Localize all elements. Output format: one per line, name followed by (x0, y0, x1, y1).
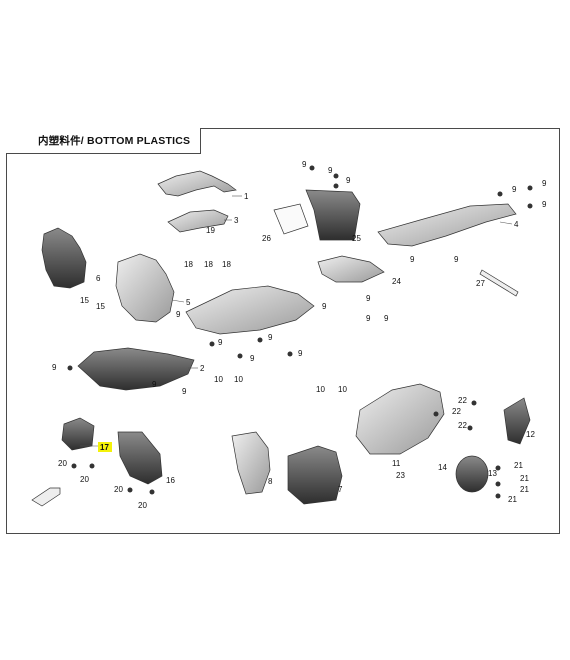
callout-14: 14 (438, 463, 447, 472)
callout-9e: 9 (542, 200, 547, 209)
callout-9s: 9 (182, 387, 187, 396)
callout-11: 11 (392, 459, 401, 468)
part-1-bracket (157, 170, 237, 197)
callout-2: 2 (200, 364, 205, 373)
part-12-panel (503, 397, 531, 445)
callout-10c: 10 (316, 385, 325, 394)
callout-21c: 21 (520, 485, 529, 494)
callout-6: 6 (96, 274, 101, 283)
callout-8: 8 (268, 477, 273, 486)
callout-23: 23 (396, 471, 405, 480)
callout-9q: 9 (52, 363, 57, 372)
part-11-cover (355, 383, 445, 455)
callout-20a: 20 (58, 459, 67, 468)
callout-9c: 9 (346, 176, 351, 185)
part-16-panel (117, 431, 163, 485)
center-skid-plate (185, 285, 315, 335)
part-13-round-cover (455, 455, 489, 493)
callout-19: 19 (206, 226, 215, 235)
callout-9f: 9 (542, 179, 547, 188)
callout-9a: 9 (302, 160, 307, 169)
callout-9k: 9 (384, 314, 389, 323)
callout-9i: 9 (322, 302, 327, 311)
diagram-frame (6, 128, 560, 534)
callout-17: 17 (100, 443, 109, 452)
part-4-long-skid (377, 203, 517, 247)
part-2-front-plate (77, 347, 195, 391)
callout-9m: 9 (218, 338, 223, 347)
diagram-title: 内塑料件/ BOTTOM PLASTICS (6, 128, 202, 154)
callout-13: 13 (488, 469, 497, 478)
part-26-panel (273, 203, 309, 235)
part-27-rod (479, 269, 519, 297)
callout-9d: 9 (512, 185, 517, 194)
highlight-17 (98, 442, 112, 452)
callout-12: 12 (526, 430, 535, 439)
callout-9n: 9 (250, 354, 255, 363)
part-25-box (305, 189, 361, 241)
callout-27: 27 (476, 279, 485, 288)
callout-4: 4 (514, 220, 519, 229)
callout-26: 26 (262, 234, 271, 243)
part-6-side-panel (41, 227, 87, 289)
callout-18b: 18 (204, 260, 213, 269)
callout-7: 7 (338, 485, 343, 494)
callout-21a: 21 (514, 461, 523, 470)
callout-9p: 9 (298, 349, 303, 358)
callout-10a: 10 (214, 375, 223, 384)
part-17-bracket (61, 417, 95, 451)
callout-9b: 9 (328, 166, 333, 175)
callout-10d: 10 (338, 385, 347, 394)
part-5-guard (115, 253, 175, 323)
callout-1: 1 (244, 192, 249, 201)
callout-9j: 9 (366, 294, 371, 303)
orientation-arrow (31, 487, 61, 507)
callout-15a: 15 (80, 296, 89, 305)
callout-9l: 9 (366, 314, 371, 323)
callout-22b: 22 (452, 407, 461, 416)
callout-9h: 9 (454, 255, 459, 264)
callout-9r: 9 (152, 380, 157, 389)
callout-21b: 21 (520, 474, 529, 483)
callout-9o: 9 (268, 333, 273, 342)
callout-9g: 9 (410, 255, 415, 264)
callout-20c: 20 (114, 485, 123, 494)
callout-20d: 20 (138, 501, 147, 510)
callout-9t: 9 (176, 310, 181, 319)
callout-21d: 21 (508, 495, 517, 504)
leader-5 (171, 299, 185, 303)
callout-10b: 10 (234, 375, 243, 384)
leader-4 (499, 221, 513, 225)
part-24-plate (317, 255, 385, 283)
part-3-bracket (167, 209, 229, 233)
callout-5: 5 (186, 298, 191, 307)
callout-18a: 18 (184, 260, 193, 269)
callout-22a: 22 (458, 396, 467, 405)
callout-25: 25 (352, 234, 361, 243)
callout-16: 16 (166, 476, 175, 485)
callout-18c: 18 (222, 260, 231, 269)
callout-24: 24 (392, 277, 401, 286)
part-7-duct (287, 445, 343, 505)
part-8-duct (231, 431, 271, 495)
callout-15b: 15 (96, 302, 105, 311)
callout-20b: 20 (80, 475, 89, 484)
callout-3: 3 (234, 216, 239, 225)
fasteners (67, 165, 533, 499)
callout-22c: 22 (458, 421, 467, 430)
